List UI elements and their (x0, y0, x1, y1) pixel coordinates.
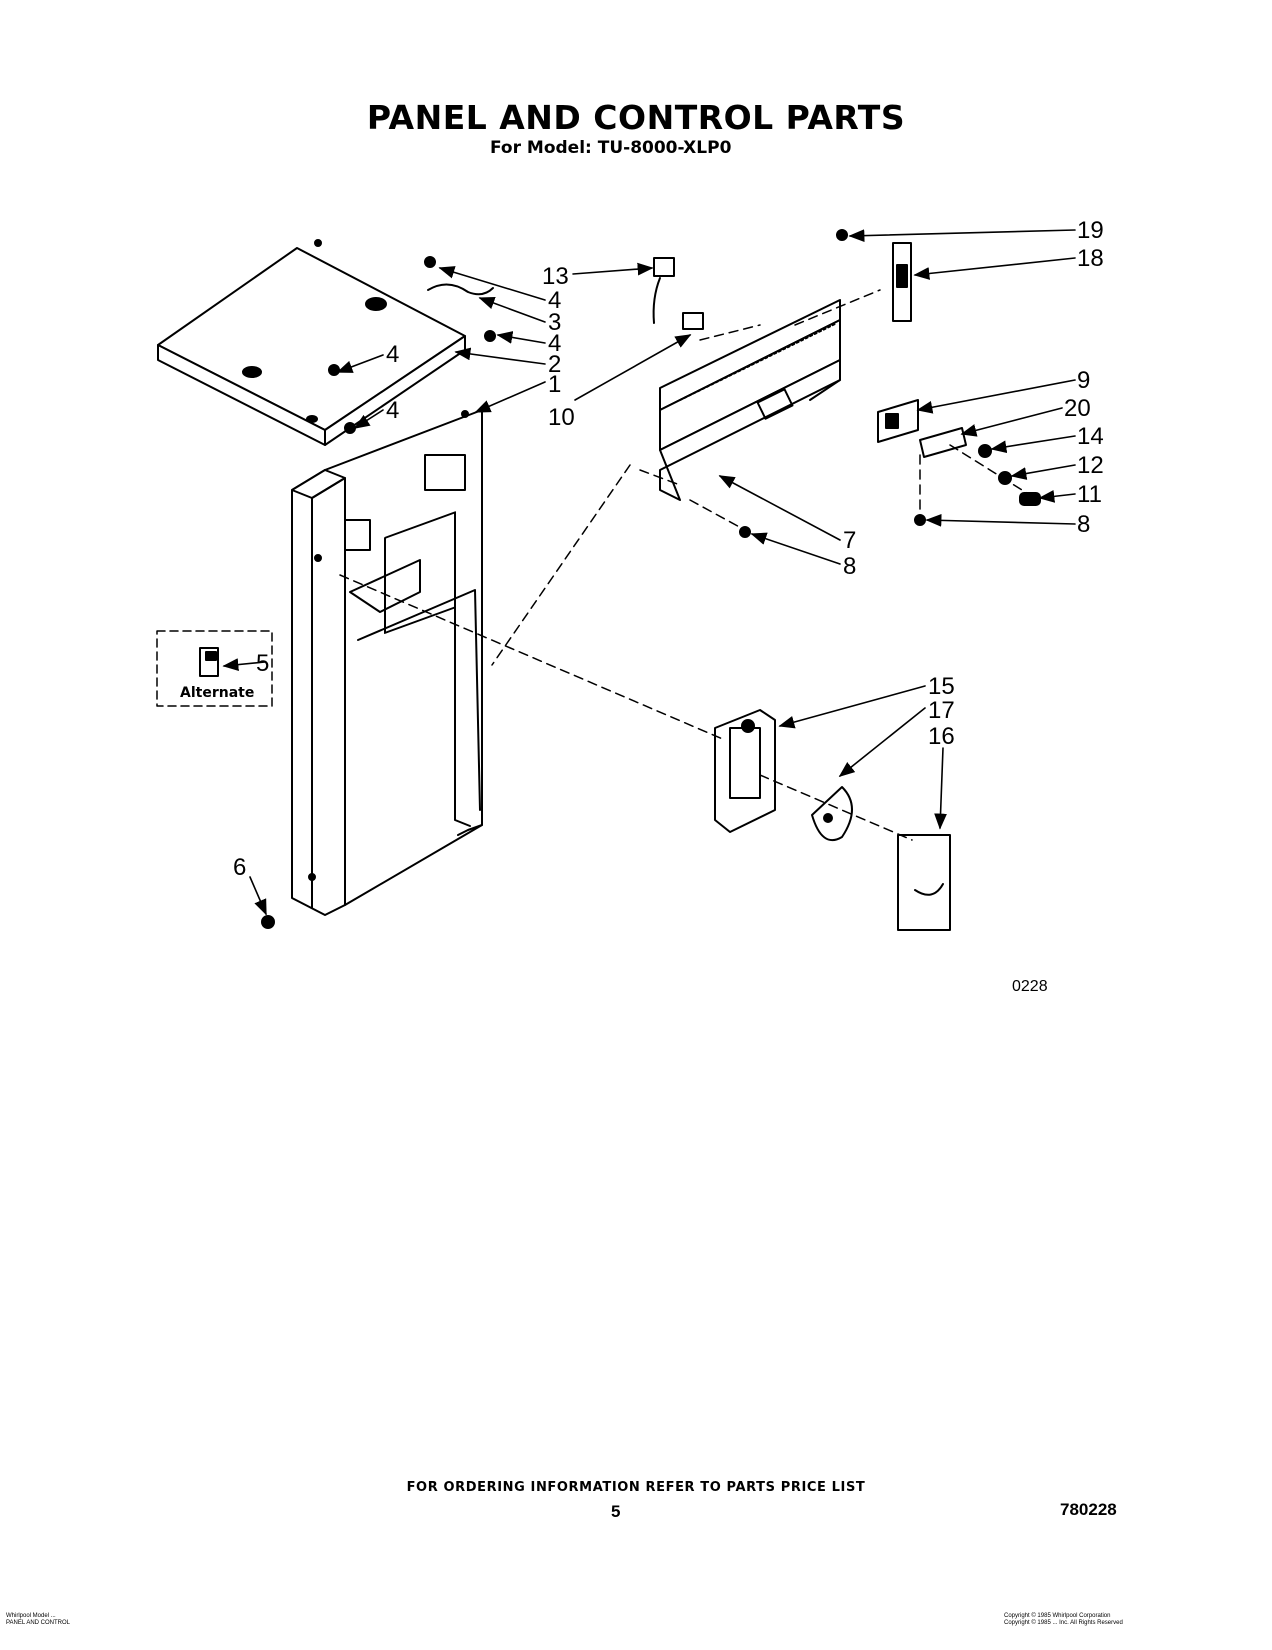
small-parts (199, 229, 1041, 931)
callout-17: 17 (928, 697, 955, 724)
callout-20: 20 (1064, 395, 1091, 422)
callout-4-d: 4 (386, 397, 399, 424)
footer-left: Whirlpool Model ... PANEL AND CONTROL (6, 1613, 70, 1627)
callout-1: 1 (548, 371, 561, 398)
top-panel (157, 239, 466, 446)
callout-5: 5 (256, 650, 269, 677)
callout-2: 2 (548, 351, 561, 378)
callout-9: 9 (1077, 367, 1090, 394)
callout-4-b: 4 (548, 330, 561, 357)
model-subtitle: For Model: TU-8000-XLP0 (490, 138, 732, 158)
side-frame (291, 409, 483, 916)
callout-labels: 19 18 13 4 3 4 4 2 1 4 10 9 20 14 12 11 … (180, 217, 1104, 881)
footer-right-line1: Copyright © 1985 Whirlpool Corporation (1004, 1613, 1111, 1619)
callout-14: 14 (1077, 423, 1104, 450)
alternate-label: Alternate (180, 685, 254, 701)
callout-4-a: 4 (548, 287, 561, 314)
callout-10: 10 (548, 404, 575, 431)
page-number: 5 (611, 1502, 621, 1521)
page-title: PANEL AND CONTROL PARTS (366, 98, 906, 137)
part-number: 780228 (1060, 1500, 1117, 1519)
callout-18: 18 (1077, 245, 1104, 272)
callout-11: 11 (1077, 481, 1102, 508)
callout-12: 12 (1077, 452, 1104, 479)
control-rail (659, 299, 841, 501)
callout-8-b: 8 (843, 553, 856, 580)
diagram-code: 0228 (1012, 978, 1048, 995)
ordering-note: FOR ORDERING INFORMATION REFER TO PARTS … (406, 1480, 866, 1495)
alternate-box (156, 630, 273, 707)
callout-19: 19 (1077, 217, 1104, 244)
leader-lines (222, 229, 1076, 916)
callout-3: 3 (548, 309, 561, 336)
callout-16: 16 (928, 723, 955, 750)
assembly-lines (339, 289, 1031, 841)
callout-15: 15 (928, 673, 955, 700)
footer-left-line2: PANEL AND CONTROL (6, 1620, 71, 1626)
footer-right: Copyright © 1985 Whirlpool Corporation C… (1004, 1613, 1123, 1627)
callout-6: 6 (233, 854, 246, 881)
callout-8-a: 8 (1077, 511, 1090, 538)
footer-left-line1: Whirlpool Model ... (6, 1613, 56, 1619)
footer-right-line2: Copyright © 1985 ... Inc. All Rights Res… (1004, 1620, 1123, 1626)
callout-13: 13 (542, 263, 569, 290)
callout-4-c: 4 (386, 341, 399, 368)
callout-7: 7 (843, 527, 856, 554)
